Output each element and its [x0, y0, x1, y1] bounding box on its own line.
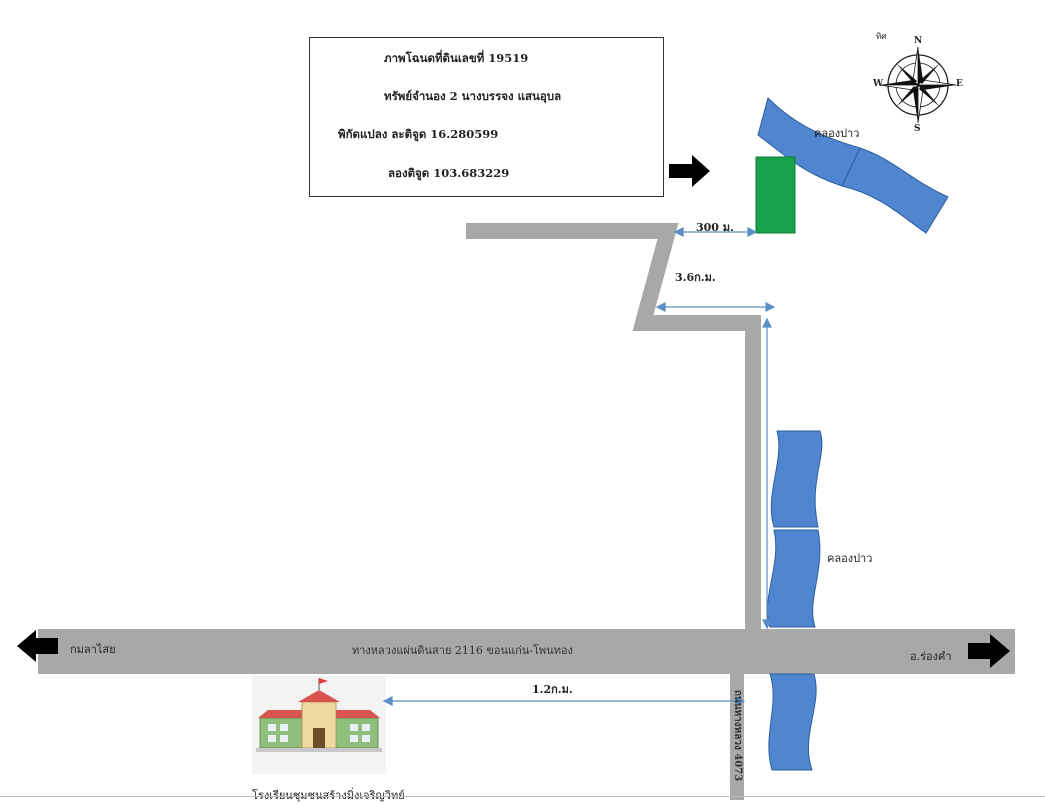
distance-1-2km: 1.2ก.ม.: [532, 683, 573, 696]
dim-vertical: [762, 317, 772, 630]
canal-label-mid: คลองปาว: [827, 552, 873, 565]
canal-south-segment: [768, 673, 817, 771]
dim-1-2km: [382, 696, 746, 706]
canal-label-top: คลองปาว: [814, 127, 860, 140]
compass-caption: ทิศ: [876, 32, 887, 41]
school-icon: [256, 678, 382, 752]
right-arrow-icon: [968, 634, 1010, 668]
distance-3-6km: 3.6ก.ม.: [675, 271, 716, 284]
deed-info-box: ภาพโฉนดที่ดินเลขที่ 19519 ทรัพย์จำนอง 2 …: [309, 37, 664, 197]
right-arrow-icon: [669, 155, 710, 187]
access-road: [466, 223, 761, 629]
dim-300m: [673, 227, 758, 237]
land-parcel: [755, 156, 796, 234]
side-road-label: ถนนทางหลวง 4073: [732, 689, 744, 782]
compass-west: W: [873, 79, 884, 89]
left-destination: กมลาไสย: [70, 643, 116, 656]
distance-300m: 300 ม.: [696, 221, 734, 234]
compass-north: N: [914, 36, 923, 46]
highway-road: [38, 629, 1015, 674]
right-destination: อ.ร่องคำ: [910, 650, 952, 663]
highway-label: ทางหลวงแผ่นดินสาย 2116 ขอนแก่น-โพนทอง: [352, 644, 573, 657]
page-bottom-rule: [0, 796, 1045, 797]
canal-top-segment-2: [841, 147, 949, 234]
canal-mid-segment-1: [770, 430, 823, 528]
dim-3-6km: [655, 302, 776, 312]
compass-east: E: [956, 79, 963, 89]
compass-rose-icon: [879, 46, 957, 124]
deed-title: ภาพโฉนดที่ดินเลขที่ 19519: [384, 51, 529, 65]
canal-mid-segment-2: [766, 529, 821, 628]
latitude: พิกัดแปลง ละติจูด 16.280599: [338, 127, 499, 141]
side-road-south: [730, 674, 744, 800]
school-label: โรงเรียนชุมชนสร้างมิ่งเจริญวิทย์: [252, 789, 405, 802]
compass-south: S: [914, 124, 921, 134]
asset-owner: ทรัพย์จำนอง 2 นางบรรจง แสนอุบล: [384, 89, 562, 103]
left-arrow-icon: [17, 630, 58, 662]
longitude: ลองติจูด 103.683229: [388, 166, 510, 180]
